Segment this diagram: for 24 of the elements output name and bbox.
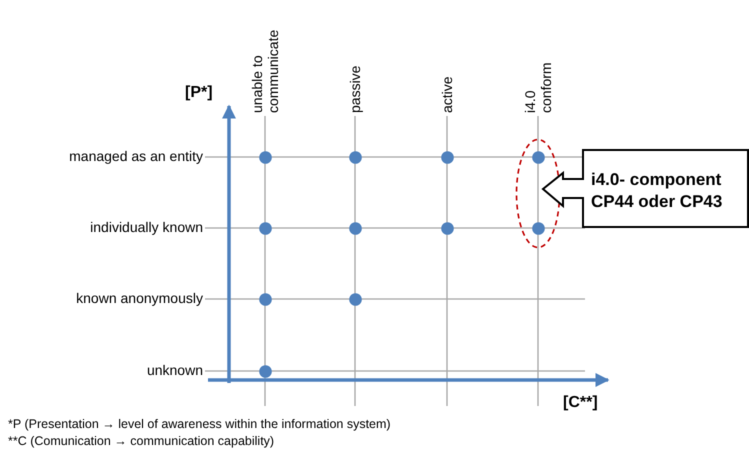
data-point bbox=[348, 292, 362, 306]
footnote: **C (Comunication → communication capability) bbox=[8, 434, 274, 448]
axis-title: [P*] bbox=[185, 84, 213, 102]
data-point bbox=[258, 222, 272, 234]
data-point bbox=[348, 222, 362, 234]
data-point bbox=[258, 150, 272, 164]
column-label: active bbox=[439, 75, 455, 113]
data-point bbox=[258, 292, 272, 306]
callout-text: i4.0- component CP44 oder CP43 bbox=[591, 169, 724, 213]
data-point bbox=[440, 150, 454, 164]
row-label: managed as an entity bbox=[69, 148, 203, 164]
data-point bbox=[258, 364, 272, 378]
footnote: *P (Presentation → level of awareness within the information system) bbox=[8, 417, 391, 431]
data-point bbox=[348, 150, 362, 164]
data-point bbox=[440, 222, 454, 234]
data-point bbox=[532, 222, 544, 234]
data-point bbox=[532, 150, 544, 164]
row-label: unknown bbox=[146, 362, 203, 378]
column-label: i4.0 conform bbox=[522, 61, 554, 113]
column-label: passive bbox=[347, 64, 363, 113]
axis-title: [C**] bbox=[563, 394, 598, 412]
row-label: individually known bbox=[90, 219, 203, 235]
row-label: known anonymously bbox=[76, 290, 203, 306]
column-label: unable to communicate bbox=[249, 28, 281, 113]
